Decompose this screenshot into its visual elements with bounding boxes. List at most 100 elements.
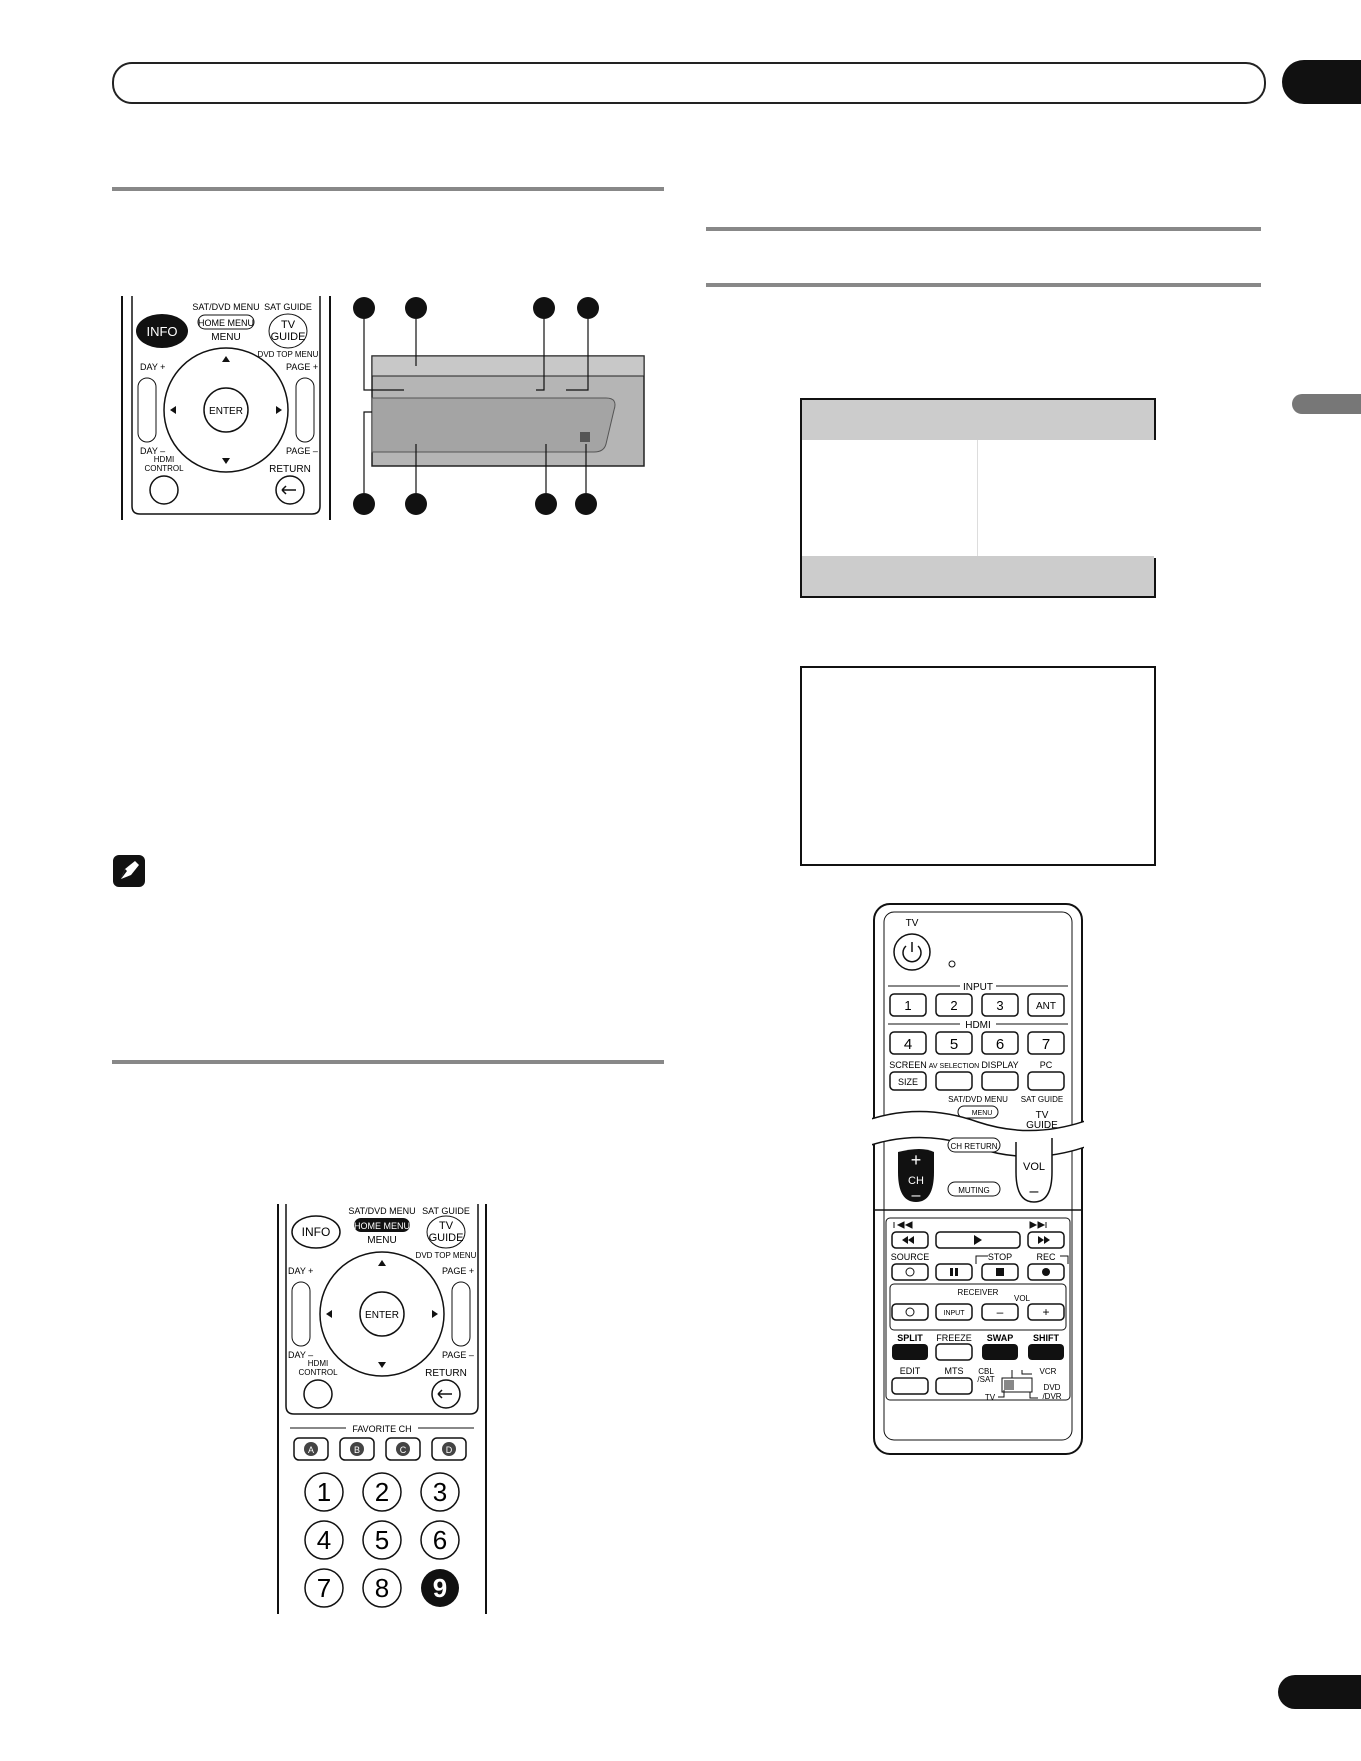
svg-text:TV: TV: [439, 1220, 454, 1232]
svg-text:PAGE +: PAGE +: [286, 362, 318, 372]
svg-text:SAT GUIDE: SAT GUIDE: [1021, 1095, 1063, 1104]
screen-menu-box: [800, 398, 1157, 598]
svg-text:–: –: [912, 1187, 921, 1204]
split-button[interactable]: [892, 1344, 928, 1360]
svg-text:9: 9: [433, 1573, 447, 1603]
svg-text:MTS: MTS: [945, 1366, 964, 1376]
svg-text:DAY –: DAY –: [140, 446, 165, 456]
svg-text:INFO: INFO: [146, 324, 177, 339]
svg-text:6: 6: [433, 1525, 447, 1555]
remote-home-menu-illustration: INFO SAT/DVD MENU HOME MENU MENU SAT GUI…: [277, 1204, 487, 1614]
svg-text:GUIDE: GUIDE: [271, 331, 306, 343]
svg-text:4: 4: [317, 1525, 331, 1555]
svg-text:ENTER: ENTER: [209, 406, 243, 417]
svg-text:PC: PC: [1040, 1060, 1053, 1070]
svg-text:SAT/DVD MENU: SAT/DVD MENU: [948, 1095, 1008, 1104]
screen-blank-box: [800, 666, 1156, 866]
number-9-button[interactable]: 9: [421, 1569, 459, 1607]
svg-text:SAT/DVD MENU: SAT/DVD MENU: [348, 1206, 415, 1216]
svg-text:SHIFT: SHIFT: [1033, 1333, 1060, 1343]
svg-text:MENU: MENU: [367, 1235, 396, 1246]
svg-text:DAY –: DAY –: [288, 1350, 313, 1360]
svg-text:HDMI: HDMI: [308, 1359, 328, 1368]
side-language-tab: [1292, 394, 1361, 414]
svg-text:TV: TV: [1036, 1110, 1049, 1121]
svg-text:MUTING: MUTING: [958, 1186, 990, 1195]
svg-text:RETURN: RETURN: [269, 464, 311, 475]
svg-text:5: 5: [950, 1036, 958, 1053]
section-rule-left-top: [112, 187, 664, 191]
svg-text:DVD TOP MENU: DVD TOP MENU: [416, 1251, 477, 1260]
svg-text:STOP: STOP: [988, 1252, 1012, 1262]
section-rule-right-2: [706, 283, 1261, 287]
svg-text:REC: REC: [1036, 1252, 1056, 1262]
svg-text:FAVORITE CH: FAVORITE CH: [352, 1424, 411, 1434]
svg-text:SIZE: SIZE: [898, 1077, 918, 1087]
svg-text:INPUT: INPUT: [944, 1310, 966, 1317]
svg-text:DISPLAY: DISPLAY: [981, 1060, 1018, 1070]
svg-text:C: C: [400, 1445, 407, 1455]
svg-text:ENTER: ENTER: [365, 1310, 399, 1321]
svg-text:CH RETURN: CH RETURN: [950, 1142, 997, 1151]
svg-text:D: D: [446, 1445, 453, 1455]
svg-text:SAT GUIDE: SAT GUIDE: [422, 1206, 470, 1216]
remote-split-illustration: TV INPUT 1 2 3 ANT HDMI 4 5 6 7 SCREEN S…: [872, 903, 1084, 1455]
svg-text:–: –: [1030, 1183, 1039, 1200]
svg-text:8: 8: [375, 1573, 389, 1603]
svg-text:HDMI: HDMI: [154, 455, 174, 464]
svg-text:CBL: CBL: [978, 1367, 994, 1376]
svg-text:B: B: [354, 1445, 360, 1455]
svg-text:/DVR: /DVR: [1042, 1392, 1061, 1401]
svg-text:SAT GUIDE: SAT GUIDE: [264, 302, 312, 312]
svg-text:INPUT: INPUT: [963, 982, 993, 993]
svg-text:2: 2: [950, 998, 957, 1013]
svg-text:PAGE +: PAGE +: [442, 1266, 474, 1276]
svg-text:SAT/DVD MENU: SAT/DVD MENU: [192, 302, 259, 312]
svg-text:PAGE –: PAGE –: [286, 446, 318, 456]
info-banner-diagram: [353, 297, 645, 515]
svg-text:HDMI: HDMI: [965, 1020, 991, 1031]
svg-text:FREEZE: FREEZE: [936, 1333, 972, 1343]
svg-text:/SAT: /SAT: [977, 1375, 994, 1384]
svg-text:RETURN: RETURN: [425, 1368, 467, 1379]
header-bar: [112, 62, 1266, 104]
svg-text:7: 7: [317, 1573, 331, 1603]
svg-text:ANT: ANT: [1036, 1001, 1056, 1012]
svg-text:DVD: DVD: [1044, 1383, 1061, 1392]
svg-text:CONTROL: CONTROL: [144, 464, 184, 473]
shift-button[interactable]: [1028, 1344, 1064, 1360]
channel-buttons[interactable]: + CH –: [908, 1150, 924, 1204]
svg-text:VCR: VCR: [1040, 1367, 1057, 1376]
svg-text:SWAP: SWAP: [987, 1333, 1014, 1343]
svg-text:+: +: [1042, 1305, 1049, 1319]
svg-text:PAGE –: PAGE –: [442, 1350, 474, 1360]
svg-text:MENU: MENU: [972, 1110, 993, 1117]
svg-text:3: 3: [996, 998, 1003, 1013]
svg-text:RECEIVER: RECEIVER: [958, 1288, 999, 1297]
home-menu-button[interactable]: HOME MENU: [354, 1218, 410, 1232]
svg-text:TV: TV: [906, 918, 919, 929]
svg-text:5: 5: [375, 1525, 389, 1555]
svg-text:TV: TV: [281, 319, 296, 331]
svg-text:2: 2: [375, 1477, 389, 1507]
svg-text:HOME MENU: HOME MENU: [354, 1221, 410, 1231]
svg-text:DAY +: DAY +: [140, 362, 165, 372]
svg-text:4: 4: [904, 1036, 912, 1053]
svg-text:–: –: [997, 1305, 1004, 1319]
svg-text:AV SELECTION: AV SELECTION: [929, 1063, 979, 1070]
info-button[interactable]: INFO: [136, 314, 188, 348]
svg-text:HOME MENU: HOME MENU: [198, 318, 254, 328]
note-icon: [113, 855, 145, 887]
svg-text:SPLIT: SPLIT: [897, 1333, 923, 1343]
svg-text:TV: TV: [985, 1393, 996, 1402]
svg-text:1: 1: [317, 1477, 331, 1507]
svg-text:SOURCE: SOURCE: [891, 1252, 930, 1262]
section-rule-left-bottom: [112, 1060, 664, 1064]
svg-text:DVD TOP MENU: DVD TOP MENU: [258, 350, 319, 359]
svg-text:+: +: [911, 1150, 922, 1170]
svg-text:6: 6: [996, 1036, 1004, 1053]
svg-text:1: 1: [904, 998, 911, 1013]
svg-text:CONTROL: CONTROL: [298, 1368, 338, 1377]
svg-text:INFO: INFO: [302, 1225, 331, 1239]
swap-button[interactable]: [982, 1344, 1018, 1360]
